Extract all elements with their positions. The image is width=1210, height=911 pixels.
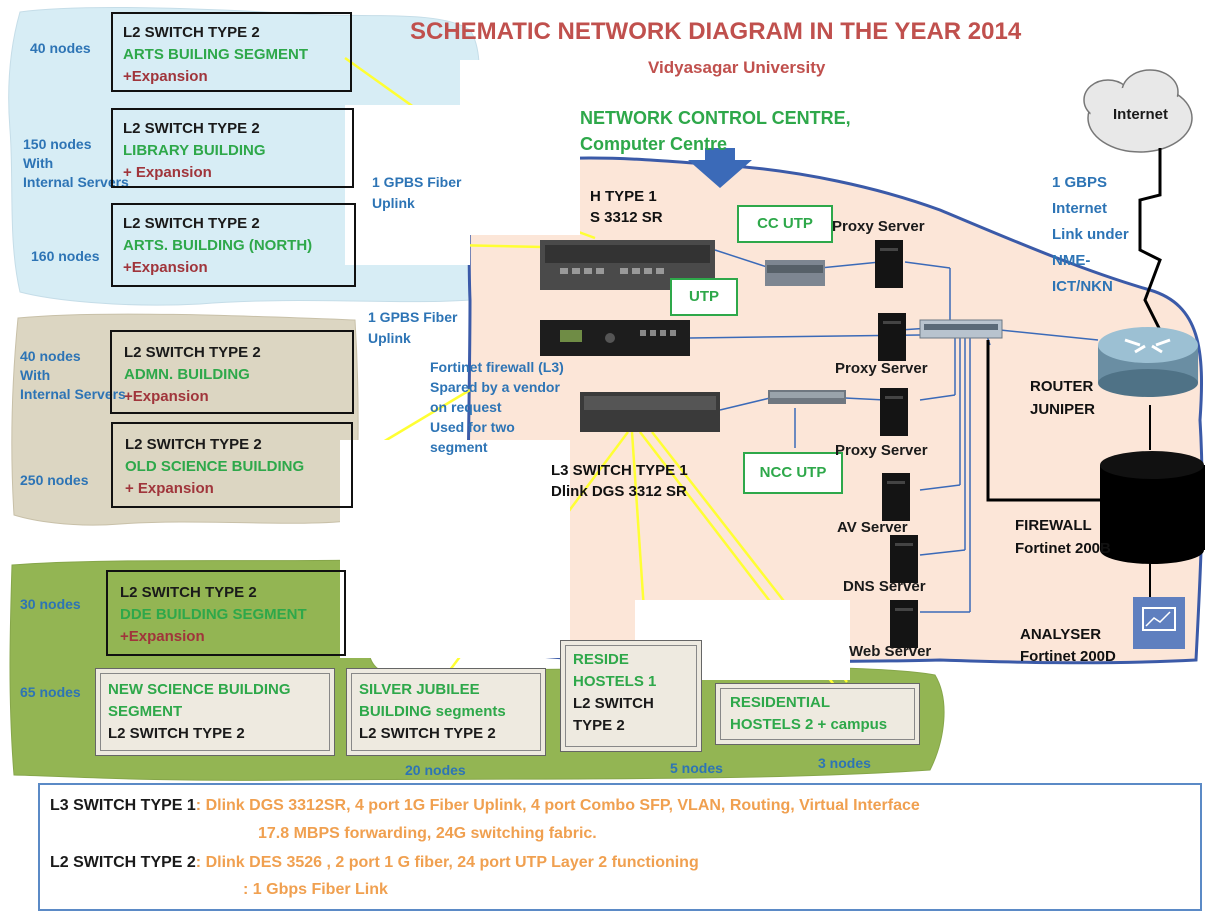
fortinet-firewall-device bbox=[540, 320, 690, 356]
av-server-icon bbox=[882, 473, 910, 521]
ncc-utp-switch-device bbox=[768, 390, 846, 404]
proxy-server-2-icon bbox=[878, 313, 906, 361]
nodes-arts-north: 160 nodes bbox=[31, 248, 100, 264]
l3-switch-bottom-device bbox=[580, 392, 720, 432]
nodes-silver: 20 nodes bbox=[405, 762, 466, 778]
cc-utp-switch-device bbox=[765, 260, 825, 286]
nodes-old-science: 250 nodes bbox=[20, 472, 89, 488]
fortinet-note: Fortinet firewall (L3)Spared by a vendor… bbox=[430, 359, 564, 455]
internet-label: Internet bbox=[1113, 106, 1169, 123]
down-arrow-icon bbox=[688, 148, 752, 188]
proxy-server-1-icon bbox=[875, 240, 903, 288]
nodes-new-science: 65 nodes bbox=[20, 684, 81, 700]
legend-l2: L2 SWITCH TYPE 2: Dlink DES 3526 , 2 por… bbox=[50, 854, 699, 871]
router-icon bbox=[1098, 327, 1198, 397]
server-switch-device bbox=[919, 319, 1003, 339]
router-firewall-line bbox=[986, 340, 1100, 502]
ncc-heading: NETWORK CONTROL CENTRE, bbox=[580, 108, 851, 128]
legend-l3: L3 SWITCH TYPE 1: Dlink DGS 3312SR, 4 po… bbox=[50, 797, 920, 814]
l3-switch-top-device bbox=[540, 240, 715, 290]
proxy-server-2-label: Proxy Server bbox=[835, 360, 928, 377]
ncc-utp-tag: NCC UTP bbox=[743, 452, 843, 494]
segment-cloud-tan bbox=[11, 313, 359, 526]
proxy-server-3-label: Proxy Server bbox=[835, 442, 928, 459]
web-server-icon bbox=[890, 600, 918, 648]
internet-link-line bbox=[1138, 148, 1162, 331]
firewall-icon bbox=[1100, 451, 1205, 564]
nodes-dde: 30 nodes bbox=[20, 596, 81, 612]
av-server-label: AV Server bbox=[837, 519, 908, 536]
dns-server-icon bbox=[890, 535, 918, 583]
diagram-title: SCHEMATIC NETWORK DIAGRAM IN THE YEAR 20… bbox=[410, 18, 1022, 45]
nodes-arts: 40 nodes bbox=[30, 40, 91, 56]
nodes-hostels-1: 5 nodes bbox=[670, 760, 723, 776]
analyser-icon bbox=[1133, 597, 1185, 649]
proxy-server-3-icon bbox=[880, 388, 908, 436]
ncc-subheading: Computer Centre bbox=[580, 134, 728, 154]
legend-fiber: : 1 Gbps Fiber Link bbox=[243, 881, 388, 898]
nodes-hostels-2: 3 nodes bbox=[818, 755, 871, 771]
dns-server-label: DNS Server bbox=[843, 578, 926, 595]
legend-box: L3 SWITCH TYPE 1: Dlink DGS 3312SR, 4 po… bbox=[38, 783, 1202, 911]
web-server-label: Web Server bbox=[849, 643, 932, 660]
diagram-subtitle: Vidyasagar University bbox=[648, 58, 826, 77]
proxy-server-1-label: Proxy Server bbox=[832, 218, 925, 235]
utp-tag: UTP bbox=[670, 278, 738, 316]
cc-utp-tag: CC UTP bbox=[737, 205, 833, 243]
internet-cloud bbox=[1083, 69, 1193, 153]
legend-l3-detail: 17.8 MBPS forwarding, 24G switching fabr… bbox=[258, 825, 597, 842]
